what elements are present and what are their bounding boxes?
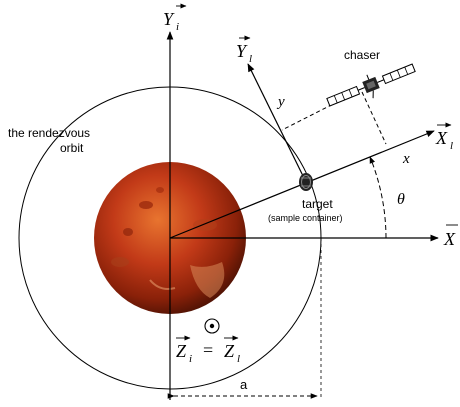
target-sublabel: (sample container) bbox=[268, 213, 343, 223]
theta-arc bbox=[369, 156, 387, 239]
z-axis-out-of-page-icon bbox=[204, 318, 220, 334]
axis-label-x-inertial: X bbox=[443, 224, 458, 249]
chaser-label: chaser bbox=[344, 48, 380, 62]
svg-text:=: = bbox=[203, 340, 213, 360]
chaser-x-projection bbox=[361, 91, 387, 145]
axis-label-y-local: Y l bbox=[236, 35, 252, 65]
svg-text:l: l bbox=[249, 53, 252, 65]
orbit-label-line1: the rendezvous bbox=[8, 126, 90, 140]
axis-label-y-inertial: Y i bbox=[163, 3, 187, 33]
svg-text:X: X bbox=[443, 229, 456, 249]
svg-text:Z: Z bbox=[176, 341, 187, 361]
svg-text:l: l bbox=[237, 353, 240, 365]
y-local-axis bbox=[247, 63, 307, 183]
svg-text:i: i bbox=[176, 21, 179, 33]
local-x-label: x bbox=[402, 151, 410, 167]
chaser-y-projection bbox=[281, 94, 352, 131]
svg-text:l: l bbox=[450, 140, 453, 152]
svg-text:Y: Y bbox=[236, 41, 248, 61]
theta-label: θ bbox=[397, 191, 405, 208]
svg-text:Z: Z bbox=[224, 341, 235, 361]
svg-text:i: i bbox=[189, 353, 192, 365]
distance-a-label: a bbox=[240, 377, 248, 392]
svg-text:Y: Y bbox=[163, 9, 175, 29]
orbit-label-line2: orbit bbox=[60, 141, 84, 155]
chaser-spacecraft bbox=[326, 63, 416, 107]
local-y-label: y bbox=[276, 94, 285, 110]
svg-text:X: X bbox=[435, 128, 448, 148]
axis-label-x-local: X l bbox=[435, 122, 453, 152]
target-label: target bbox=[302, 197, 333, 211]
target-container bbox=[299, 173, 313, 191]
axis-label-z-equation: Z i = Z l bbox=[176, 335, 240, 365]
